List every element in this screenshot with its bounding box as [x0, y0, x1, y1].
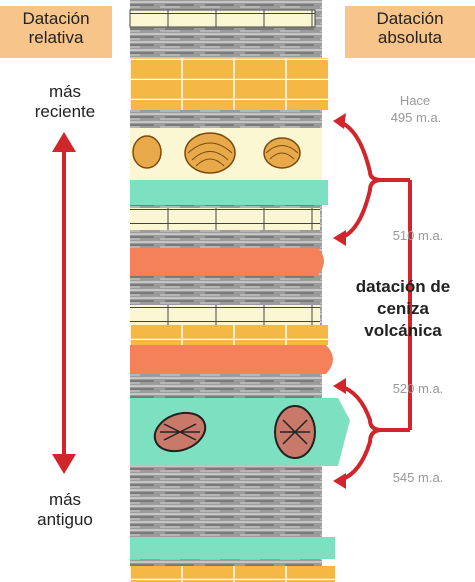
rock-column — [130, 0, 350, 582]
volcanic-ash-layer — [130, 248, 324, 275]
volcanic-ash-layer — [130, 345, 333, 374]
age-495-label: 495 m.a. — [366, 110, 466, 125]
green-layer — [130, 180, 328, 205]
sandstone-layer — [130, 58, 328, 110]
relative-dating-arrow — [52, 132, 76, 474]
age-ago-label: Hace — [380, 93, 450, 108]
relative-dating-label: Datación relativa — [0, 6, 112, 58]
age-545-label: 545 m.a. — [378, 470, 458, 485]
absolute-dating-label: Datación absoluta — [345, 6, 475, 58]
volcanic-ash-dating-label: datación de ceniza volcánica — [338, 276, 468, 342]
age-510-label: 510 m.a. — [378, 228, 458, 243]
most-recent-label: más reciente — [25, 82, 105, 122]
age-520-label: 520 m.a. — [378, 381, 458, 396]
oldest-label: más antiguo — [25, 490, 105, 530]
